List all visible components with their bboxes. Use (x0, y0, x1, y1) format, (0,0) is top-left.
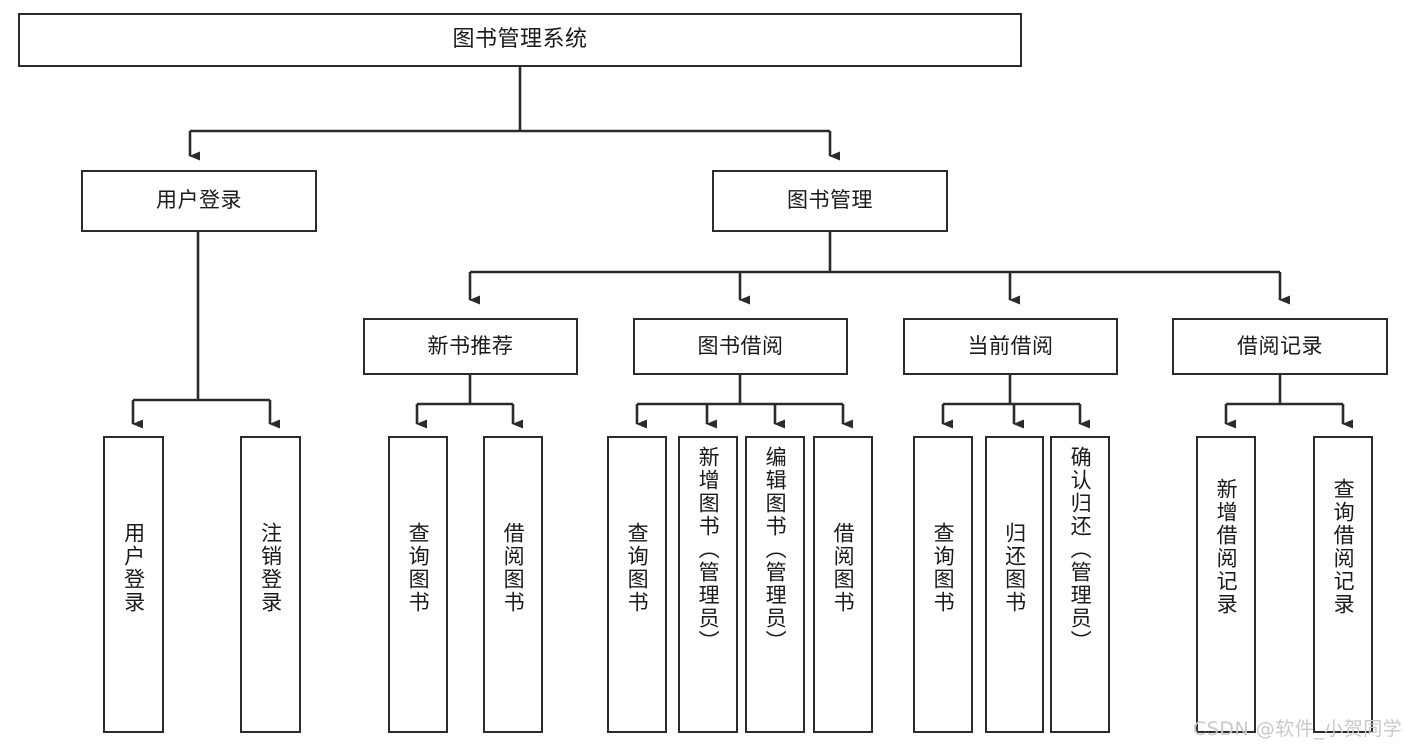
csdn-watermark: CSDN @软件_小贺同学 (1193, 718, 1403, 740)
node-borrow-records[interactable]: 借阅记录 (1172, 318, 1388, 375)
node-label: 借阅图书 (501, 522, 526, 614)
node-label: 归还图书 (1002, 522, 1027, 614)
leaf-add-borrow-record[interactable]: 新增借阅记录 (1196, 436, 1256, 733)
leaf-edit-book-admin[interactable]: 编辑图书（管理员） (745, 436, 805, 733)
node-label: 查询图书 (406, 522, 431, 614)
node-label: 确认归还（管理员） (1068, 446, 1093, 653)
node-label: 新增借阅记录 (1214, 478, 1239, 616)
node-label: 用户登录 (121, 522, 146, 614)
leaf-confirm-return-admin[interactable]: 确认归还（管理员） (1050, 436, 1110, 733)
node-label: 当前借阅 (967, 333, 1054, 358)
node-label: 用户登录 (156, 188, 242, 213)
node-label: 图书管理 (787, 188, 873, 213)
node-book-management[interactable]: 图书管理 (712, 170, 948, 232)
node-new-book-recommend[interactable]: 新书推荐 (363, 318, 578, 375)
node-label: 借阅记录 (1237, 333, 1323, 358)
leaf-borrow-book-recommend[interactable]: 借阅图书 (483, 436, 543, 733)
node-label: 借阅图书 (831, 522, 856, 614)
node-user-login[interactable]: 用户登录 (81, 170, 317, 232)
node-book-borrow[interactable]: 图书借阅 (633, 318, 848, 375)
node-label: 查询图书 (931, 522, 956, 614)
node-label: 新书推荐 (427, 333, 514, 358)
node-label: 注销登录 (258, 522, 283, 614)
leaf-query-book-borrow[interactable]: 查询图书 (607, 436, 667, 733)
node-label: 查询图书 (625, 522, 650, 614)
leaf-query-book-recommend[interactable]: 查询图书 (388, 436, 448, 733)
leaf-query-book-current[interactable]: 查询图书 (913, 436, 973, 733)
node-label: 编辑图书（管理员） (763, 446, 788, 653)
node-root-library-system[interactable]: 图书管理系统 (18, 13, 1022, 67)
leaf-return-book[interactable]: 归还图书 (985, 436, 1044, 733)
node-current-borrow[interactable]: 当前借阅 (903, 318, 1118, 375)
leaf-query-borrow-record[interactable]: 查询借阅记录 (1313, 436, 1373, 733)
node-label: 新增图书（管理员） (696, 446, 721, 653)
leaf-add-book-admin[interactable]: 新增图书（管理员） (678, 436, 738, 733)
node-label: 查询借阅记录 (1331, 478, 1356, 616)
leaf-logout[interactable]: 注销登录 (240, 436, 301, 733)
leaf-user-login[interactable]: 用户登录 (103, 436, 164, 733)
node-label: 图书管理系统 (452, 26, 588, 52)
node-label: 图书借阅 (697, 333, 784, 358)
leaf-borrow-book[interactable]: 借阅图书 (813, 436, 873, 733)
